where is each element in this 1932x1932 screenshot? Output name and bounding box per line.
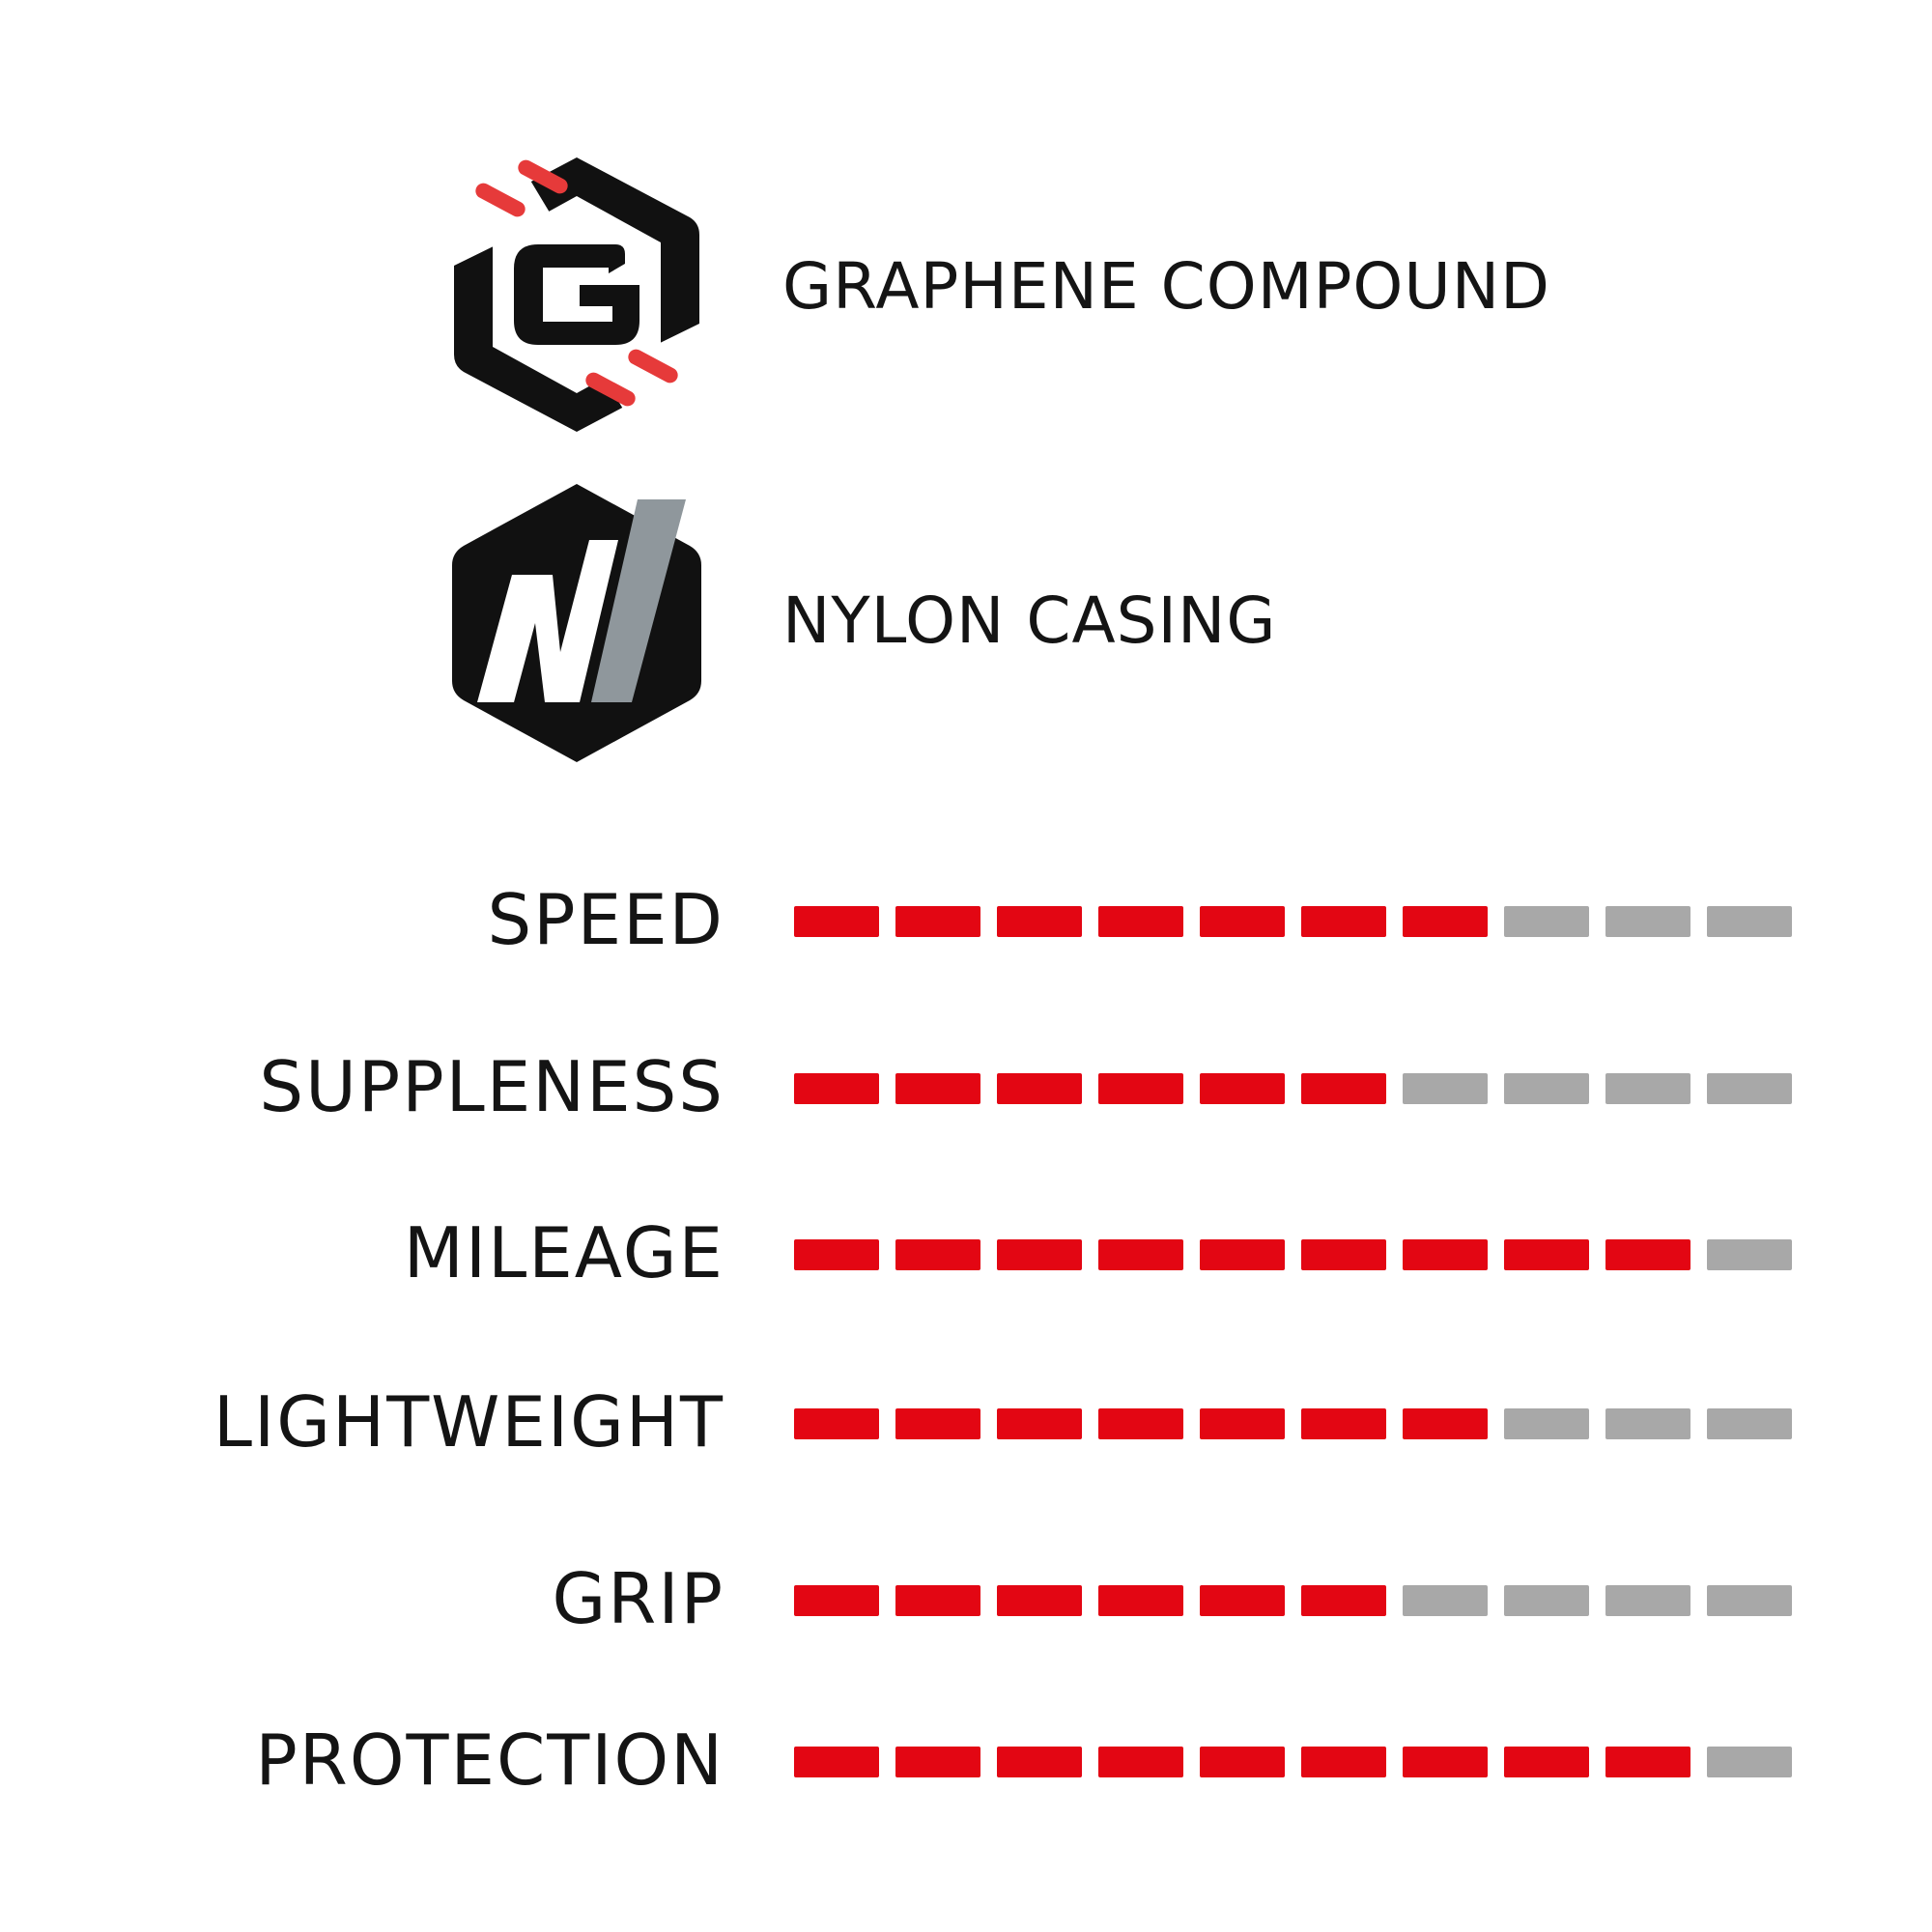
feature-label-graphene: GRAPHENE COMPOUND xyxy=(782,249,1550,324)
rating-segment-filled xyxy=(794,906,879,937)
rating-row-speed: SPEED xyxy=(0,876,1932,963)
rating-segment-filled xyxy=(895,1585,980,1616)
rating-segment-empty xyxy=(1707,1408,1792,1439)
rating-bar xyxy=(794,1747,1808,1777)
rating-segment-empty xyxy=(1707,1239,1792,1270)
rating-segment-filled xyxy=(1098,1073,1183,1104)
rating-segment-filled xyxy=(1301,1073,1386,1104)
rating-row-suppleness: SUPPLENESS xyxy=(0,1043,1932,1130)
rating-label: LIGHTWEIGHT xyxy=(213,1381,724,1463)
rating-segment-filled xyxy=(997,1408,1082,1439)
rating-segment-filled xyxy=(1605,1239,1690,1270)
rating-segment-filled xyxy=(895,1239,980,1270)
rating-label: GRIP xyxy=(552,1558,724,1639)
rating-segment-filled xyxy=(1098,906,1183,937)
graphene-hexagon-icon xyxy=(454,157,699,432)
rating-segment-filled xyxy=(1301,1585,1386,1616)
rating-label: SPEED xyxy=(487,879,724,960)
rating-segment-filled xyxy=(1403,1239,1488,1270)
rating-segment-filled xyxy=(1403,1747,1488,1777)
rating-segment-empty xyxy=(1504,1073,1589,1104)
rating-bar xyxy=(794,1585,1808,1616)
rating-segment-filled xyxy=(794,1585,879,1616)
rating-segment-empty xyxy=(1605,1073,1690,1104)
rating-segment-filled xyxy=(895,1073,980,1104)
rating-segment-filled xyxy=(1301,1408,1386,1439)
rating-label: MILEAGE xyxy=(403,1212,724,1293)
rating-segment-filled xyxy=(997,1073,1082,1104)
rating-bar xyxy=(794,906,1808,937)
rating-segment-empty xyxy=(1707,906,1792,937)
rating-segment-empty xyxy=(1403,1585,1488,1616)
rating-segment-empty xyxy=(1707,1073,1792,1104)
rating-segment-filled xyxy=(794,1747,879,1777)
rating-segment-filled xyxy=(997,906,1082,937)
rating-segment-empty xyxy=(1605,906,1690,937)
rating-segment-filled xyxy=(895,906,980,937)
rating-segment-filled xyxy=(1301,1239,1386,1270)
rating-segment-filled xyxy=(1403,906,1488,937)
rating-label: SUPPLENESS xyxy=(259,1046,724,1127)
rating-bar xyxy=(794,1408,1808,1439)
nylon-badge-icon xyxy=(446,478,707,768)
rating-segment-filled xyxy=(1200,1073,1285,1104)
rating-row-protection: PROTECTION xyxy=(0,1717,1932,1804)
rating-bar xyxy=(794,1073,1808,1104)
rating-segment-filled xyxy=(1098,1747,1183,1777)
rating-segment-empty xyxy=(1605,1408,1690,1439)
rating-segment-filled xyxy=(1301,906,1386,937)
rating-segment-filled xyxy=(1200,1239,1285,1270)
rating-segment-filled xyxy=(1403,1408,1488,1439)
rating-bar xyxy=(794,1239,1808,1270)
rating-segment-filled xyxy=(1504,1747,1589,1777)
rating-segment-filled xyxy=(1200,1585,1285,1616)
rating-segment-filled xyxy=(1200,1747,1285,1777)
rating-segment-filled xyxy=(1301,1747,1386,1777)
rating-segment-empty xyxy=(1707,1585,1792,1616)
graphene-badge-icon xyxy=(446,150,707,440)
rating-segment-filled xyxy=(895,1408,980,1439)
rating-segment-filled xyxy=(794,1073,879,1104)
rating-segment-empty xyxy=(1504,1585,1589,1616)
nylon-hexagon-icon xyxy=(452,484,701,762)
rating-segment-filled xyxy=(794,1408,879,1439)
rating-row-grip: GRIP xyxy=(0,1555,1932,1642)
rating-segment-filled xyxy=(794,1239,879,1270)
rating-segment-filled xyxy=(997,1239,1082,1270)
rating-row-lightweight: LIGHTWEIGHT xyxy=(0,1378,1932,1465)
rating-segment-filled xyxy=(997,1747,1082,1777)
rating-segment-filled xyxy=(1200,906,1285,937)
rating-segment-empty xyxy=(1504,1408,1589,1439)
rating-segment-empty xyxy=(1403,1073,1488,1104)
rating-label: PROTECTION xyxy=(255,1719,724,1801)
feature-label-nylon: NYLON CASING xyxy=(782,583,1277,658)
rating-segment-filled xyxy=(1098,1585,1183,1616)
rating-segment-empty xyxy=(1605,1585,1690,1616)
rating-segment-filled xyxy=(1200,1408,1285,1439)
rating-segment-filled xyxy=(895,1747,980,1777)
rating-segment-filled xyxy=(1098,1239,1183,1270)
rating-segment-filled xyxy=(1504,1239,1589,1270)
rating-segment-filled xyxy=(1098,1408,1183,1439)
rating-row-mileage: MILEAGE xyxy=(0,1209,1932,1296)
rating-segment-empty xyxy=(1504,906,1589,937)
rating-segment-filled xyxy=(997,1585,1082,1616)
rating-segment-empty xyxy=(1707,1747,1792,1777)
rating-segment-filled xyxy=(1605,1747,1690,1777)
